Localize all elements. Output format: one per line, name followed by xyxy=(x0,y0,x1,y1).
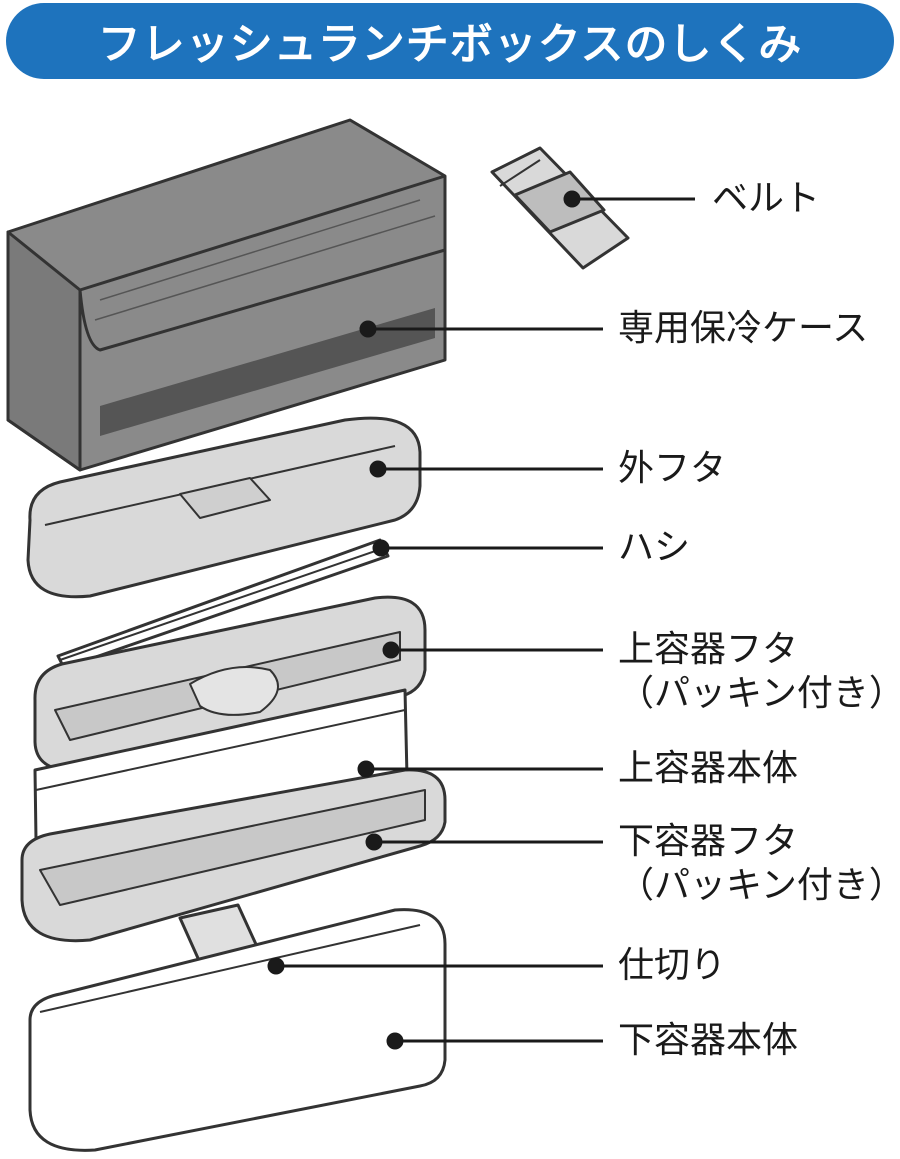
label-lower-lid-sub: （パッキン付き） xyxy=(618,865,900,906)
label-lower-body: 下容器本体 xyxy=(618,1020,799,1061)
leader-divider xyxy=(267,957,603,975)
label-chopsticks: ハシ xyxy=(618,527,691,568)
lower-lid-illustration xyxy=(20,768,447,943)
belt-illustration xyxy=(490,146,630,270)
label-lower-lid-main: 下容器フタ xyxy=(618,821,799,862)
label-upper-body: 上容器本体 xyxy=(618,748,799,789)
leader-outer-lid xyxy=(369,460,603,478)
label-lower-lid: 下容器フタ （パッキン付き） xyxy=(618,820,900,908)
label-upper-lid-main: 上容器フタ xyxy=(618,629,799,670)
label-upper-lid: 上容器フタ （パッキン付き） xyxy=(618,628,900,716)
label-outer-lid: 外フタ xyxy=(618,448,727,489)
case-illustration xyxy=(6,118,447,472)
page-title: フレッシュランチボックスのしくみ xyxy=(97,20,803,70)
lower-body-illustration xyxy=(28,908,447,1152)
leader-upper-body xyxy=(357,760,603,778)
leader-lower-lid xyxy=(365,833,603,851)
leader-chopsticks xyxy=(372,539,603,557)
label-upper-lid-sub: （パッキン付き） xyxy=(618,673,900,714)
leader-lower-body xyxy=(386,1032,603,1050)
label-divider: 仕切り xyxy=(618,945,727,986)
leader-case xyxy=(359,320,603,338)
label-case: 専用保冷ケース xyxy=(618,308,869,349)
title-banner: フレッシュランチボックスのしくみ xyxy=(6,3,894,79)
leader-belt xyxy=(563,190,695,208)
label-belt: ベルト xyxy=(712,178,821,219)
leader-upper-lid xyxy=(382,641,603,659)
